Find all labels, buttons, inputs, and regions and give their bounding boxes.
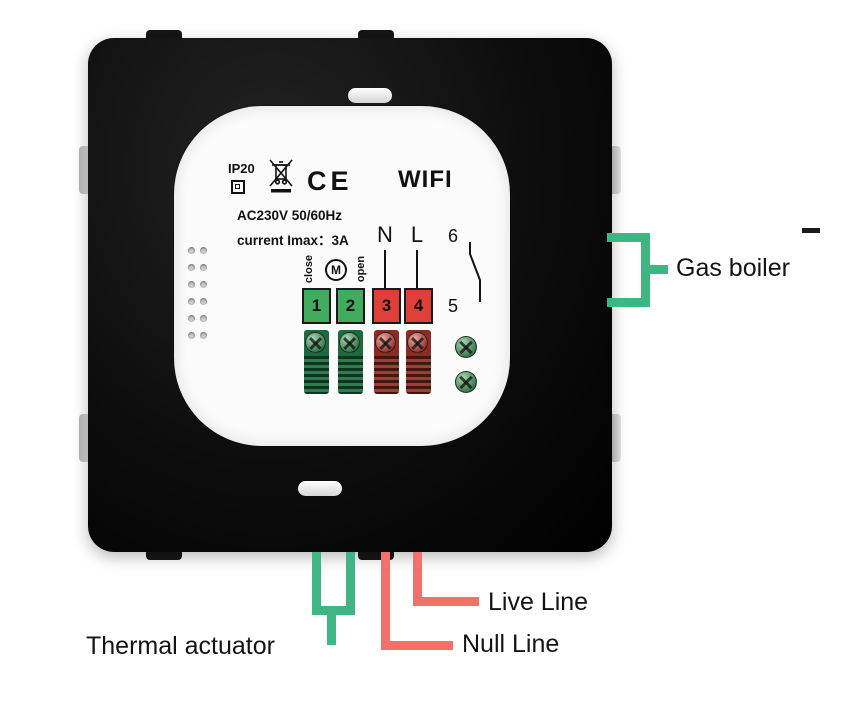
ip-rating-label: IP20: [228, 161, 255, 176]
gas-boiler-label: Gas boiler: [676, 254, 790, 282]
boiler-terminal-6-label: 6: [447, 226, 458, 246]
vent-dot: [200, 298, 207, 305]
screw-terminal-3: [374, 330, 399, 394]
terminal-number: 2: [345, 296, 356, 315]
gas-boiler-bracket-bottom: [607, 298, 650, 307]
screw-head-icon: [305, 332, 326, 353]
screw-head-icon: [339, 332, 360, 353]
null-line-wire-horizontal: [381, 641, 453, 650]
terminal-number: 4: [413, 296, 424, 315]
screw-terminal-4: [406, 330, 431, 394]
voltage-rating: AC230V 50/60Hz: [237, 208, 343, 223]
screw-slot-top: [348, 88, 392, 103]
clamp-ribs: [338, 356, 363, 394]
thermal-actuator-wire-2: [346, 552, 355, 614]
clamp-ribs: [304, 356, 329, 394]
weee-bin-icon: [269, 159, 293, 193]
vent-dot: [200, 247, 207, 254]
close-label: close: [303, 254, 315, 284]
null-line-label: Null Line: [462, 630, 560, 658]
boiler-screw-top: [455, 336, 477, 358]
screw-head-icon: [375, 332, 396, 353]
vent-dot: [200, 332, 207, 339]
vent-dot: [200, 264, 207, 271]
neutral-connector-line: [384, 250, 386, 288]
vent-dot: [188, 332, 195, 339]
boiler-terminal-5-label: 5: [447, 296, 458, 316]
double-insulation-icon: [231, 180, 245, 194]
vent-dot: [200, 281, 207, 288]
live-line-wire-vertical: [413, 552, 422, 606]
neutral-label: N: [377, 222, 393, 247]
terminal-box-3: 3: [372, 288, 401, 324]
gas-boiler-bracket-vertical: [641, 233, 650, 307]
vent-dot: [188, 264, 195, 271]
vent-dot: [188, 247, 195, 254]
live-line-wire-horizontal: [413, 597, 479, 606]
live-connector-line: [416, 250, 418, 288]
stray-mark: [802, 228, 820, 233]
vent-dot: [188, 281, 195, 288]
vent-dot: [188, 315, 195, 322]
terminal-box-1: 1: [302, 288, 331, 324]
screw-terminal-2: [338, 330, 363, 394]
thermal-actuator-wire-1: [312, 552, 321, 614]
live-label: L: [410, 222, 424, 247]
boiler-screw-bottom: [455, 371, 477, 393]
screw-terminal-1: [304, 330, 329, 394]
terminal-box-2: 2: [336, 288, 365, 324]
clamp-ribs: [406, 356, 431, 394]
screw-slot-bottom: [298, 481, 342, 496]
thermal-actuator-wire-stub: [327, 606, 336, 645]
vent-dot: [188, 298, 195, 305]
ce-mark: CE: [307, 166, 353, 196]
terminal-box-4: 4: [404, 288, 433, 324]
motor-icon: M: [325, 259, 347, 281]
double-insulation-inner-square: [235, 184, 240, 189]
terminal-number: 3: [381, 296, 392, 315]
null-line-wire-vertical: [381, 552, 390, 650]
gas-boiler-bracket-top: [607, 233, 650, 242]
clamp-ribs: [374, 356, 399, 394]
wifi-label: WIFI: [398, 166, 453, 193]
thermal-actuator-label: Thermal actuator: [86, 632, 275, 660]
gas-boiler-bracket-stub: [650, 265, 668, 274]
live-line-label: Live Line: [488, 588, 589, 616]
current-rating: current Imax：3A: [237, 233, 349, 248]
open-label: open: [355, 255, 367, 283]
screw-head-icon: [407, 332, 428, 353]
switch-icon: [469, 242, 481, 302]
terminal-number: 1: [311, 296, 322, 315]
vent-dot: [200, 315, 207, 322]
